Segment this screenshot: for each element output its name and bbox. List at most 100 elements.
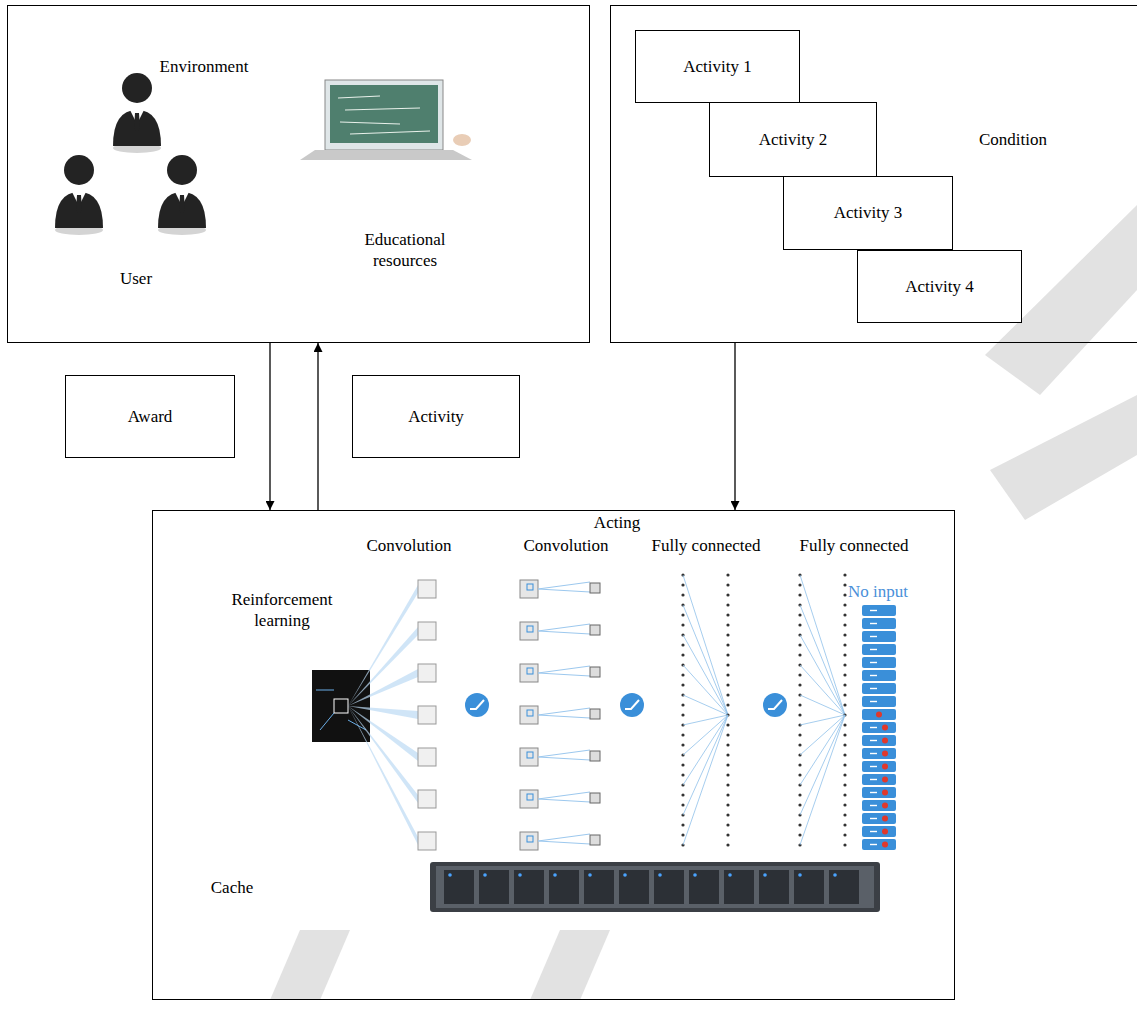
conv-wedge — [348, 706, 418, 803]
laptop-display — [330, 85, 438, 143]
dense-link — [683, 715, 728, 815]
neuron-dot — [843, 663, 846, 666]
neuron-dot — [681, 653, 684, 656]
flow-arrow — [734, 343, 735, 510]
drive-bay — [794, 870, 824, 904]
direction-mark — [870, 675, 877, 676]
action-button — [862, 735, 896, 746]
activation-curve — [768, 700, 782, 709]
box-label: Activity — [408, 406, 464, 427]
pooled-map — [590, 583, 600, 593]
chalk-mark — [338, 96, 380, 98]
neuron-dot — [726, 593, 729, 596]
drive-bay — [549, 870, 579, 904]
neuron-dot — [681, 823, 684, 826]
direction-mark — [870, 844, 877, 845]
neuron-dot — [843, 783, 846, 786]
fire-dot — [876, 712, 882, 718]
neuron-dot — [843, 733, 846, 736]
neuron-dot — [681, 833, 684, 836]
watermark-shape — [530, 930, 610, 1000]
neuron-dot — [798, 803, 801, 806]
action-button — [862, 722, 896, 733]
neuron-dot — [681, 793, 684, 796]
box-label: Activity 3 — [834, 202, 902, 223]
neuron-dot — [681, 703, 684, 706]
neuron-dot — [798, 743, 801, 746]
feature-map — [418, 664, 436, 682]
neuron-dot — [843, 753, 846, 756]
neuron-dot — [843, 823, 846, 826]
dense-link — [800, 715, 845, 725]
neuron-dot — [798, 673, 801, 676]
user-body — [158, 192, 206, 228]
direction-mark — [870, 831, 877, 832]
dense-link — [683, 715, 728, 725]
neuron-dot — [798, 793, 801, 796]
neuron-dot — [843, 773, 846, 776]
neuron-dot — [843, 593, 846, 596]
drive-bay — [759, 870, 789, 904]
user-tie — [76, 195, 82, 215]
neuron-dot — [798, 643, 801, 646]
action-button — [862, 683, 896, 694]
neuron-dot — [726, 653, 729, 656]
neuron-dot — [798, 823, 801, 826]
neuron-dot — [726, 623, 729, 626]
flow-arrow — [269, 343, 270, 510]
feature-map — [418, 706, 436, 724]
fire-dot — [882, 816, 888, 822]
layer-label: Fully connected — [651, 535, 760, 556]
dense-link — [683, 695, 728, 715]
drive-light — [483, 873, 487, 877]
neuron-dot — [726, 733, 729, 736]
user-body — [113, 110, 161, 146]
neuron-dot — [681, 763, 684, 766]
drive-light — [448, 873, 452, 877]
drive-bay — [654, 870, 684, 904]
activation-curve — [470, 700, 484, 709]
activation-curve — [625, 700, 639, 709]
neuron-dot — [726, 783, 729, 786]
neuron-dot — [681, 803, 684, 806]
dense-link — [800, 715, 845, 785]
neuron-dot — [843, 613, 846, 616]
feature-map — [418, 622, 436, 640]
chalk-mark — [340, 122, 400, 124]
drive-light — [518, 873, 522, 877]
feature-map — [520, 706, 538, 724]
panel-title: Acting — [594, 512, 640, 533]
conv-link — [538, 582, 590, 592]
direction-mark — [870, 805, 877, 806]
feature-map — [520, 832, 538, 850]
layer-label: Fully connected — [799, 535, 908, 556]
direction-mark — [870, 779, 877, 780]
box-label: Activity 2 — [759, 129, 827, 150]
environment-panel: EnvironmentUserEducational resources — [7, 5, 590, 343]
drive-light — [553, 873, 557, 877]
neuron-dot — [681, 773, 684, 776]
direction-mark — [870, 688, 877, 689]
module-label: Cache — [211, 877, 253, 898]
user-body — [55, 192, 103, 228]
drive-bay — [619, 870, 649, 904]
neuron-dot — [798, 733, 801, 736]
conv-link — [538, 792, 590, 802]
drive-bay — [444, 870, 474, 904]
neuron-dot — [726, 633, 729, 636]
drive-light — [763, 873, 767, 877]
action-button — [862, 657, 896, 668]
pooled-map — [590, 709, 600, 719]
neuron-dot — [726, 643, 729, 646]
neuron-dot — [681, 613, 684, 616]
feature-map — [418, 580, 436, 598]
conv-link — [538, 750, 590, 760]
kernel-mark — [527, 710, 533, 716]
user-label: User — [120, 268, 152, 289]
fire-dot — [882, 803, 888, 809]
layer-label: Convolution — [523, 535, 608, 556]
feature-map — [520, 580, 538, 598]
action-button — [862, 709, 896, 720]
